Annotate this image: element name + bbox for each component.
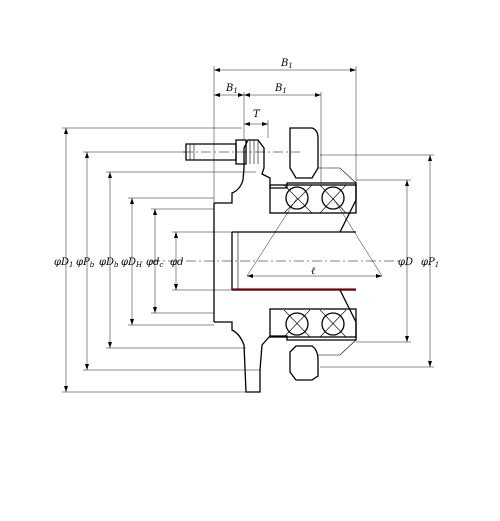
arrowheads xyxy=(64,68,432,392)
dimension-lines xyxy=(62,66,434,393)
ball-upper-left xyxy=(285,186,309,210)
label-B1-left: B1 xyxy=(225,83,238,95)
ball-lower-right xyxy=(321,312,345,336)
label-B1-right: B1 xyxy=(274,83,287,95)
label-B1-top: B1 xyxy=(280,58,293,70)
label-phi-D: φD xyxy=(398,257,413,268)
bearing-balls xyxy=(269,184,357,338)
label-T: T xyxy=(253,109,261,120)
bore xyxy=(231,199,357,323)
label-phi-Pb: φPb xyxy=(76,257,95,269)
label-phi-P1: φP1 xyxy=(421,257,439,269)
ball-upper-right xyxy=(321,186,345,210)
center-lines xyxy=(150,151,400,262)
label-phi-Db: φDb xyxy=(99,257,119,269)
label-phi-d: φd xyxy=(170,257,183,268)
dimension-labels: B1 B1 B1 T ℓ φD1 φPb φDb φDH φdc φd φD φ… xyxy=(54,58,439,277)
label-phi-D1: φD1 xyxy=(54,257,74,269)
label-phi-DH: φDH xyxy=(121,257,143,269)
label-ell: ℓ xyxy=(311,266,315,277)
label-phi-dc: φdc xyxy=(146,257,163,269)
hub-outline xyxy=(213,127,357,393)
stud-bolt xyxy=(185,139,259,165)
ball-lower-left xyxy=(285,312,309,336)
